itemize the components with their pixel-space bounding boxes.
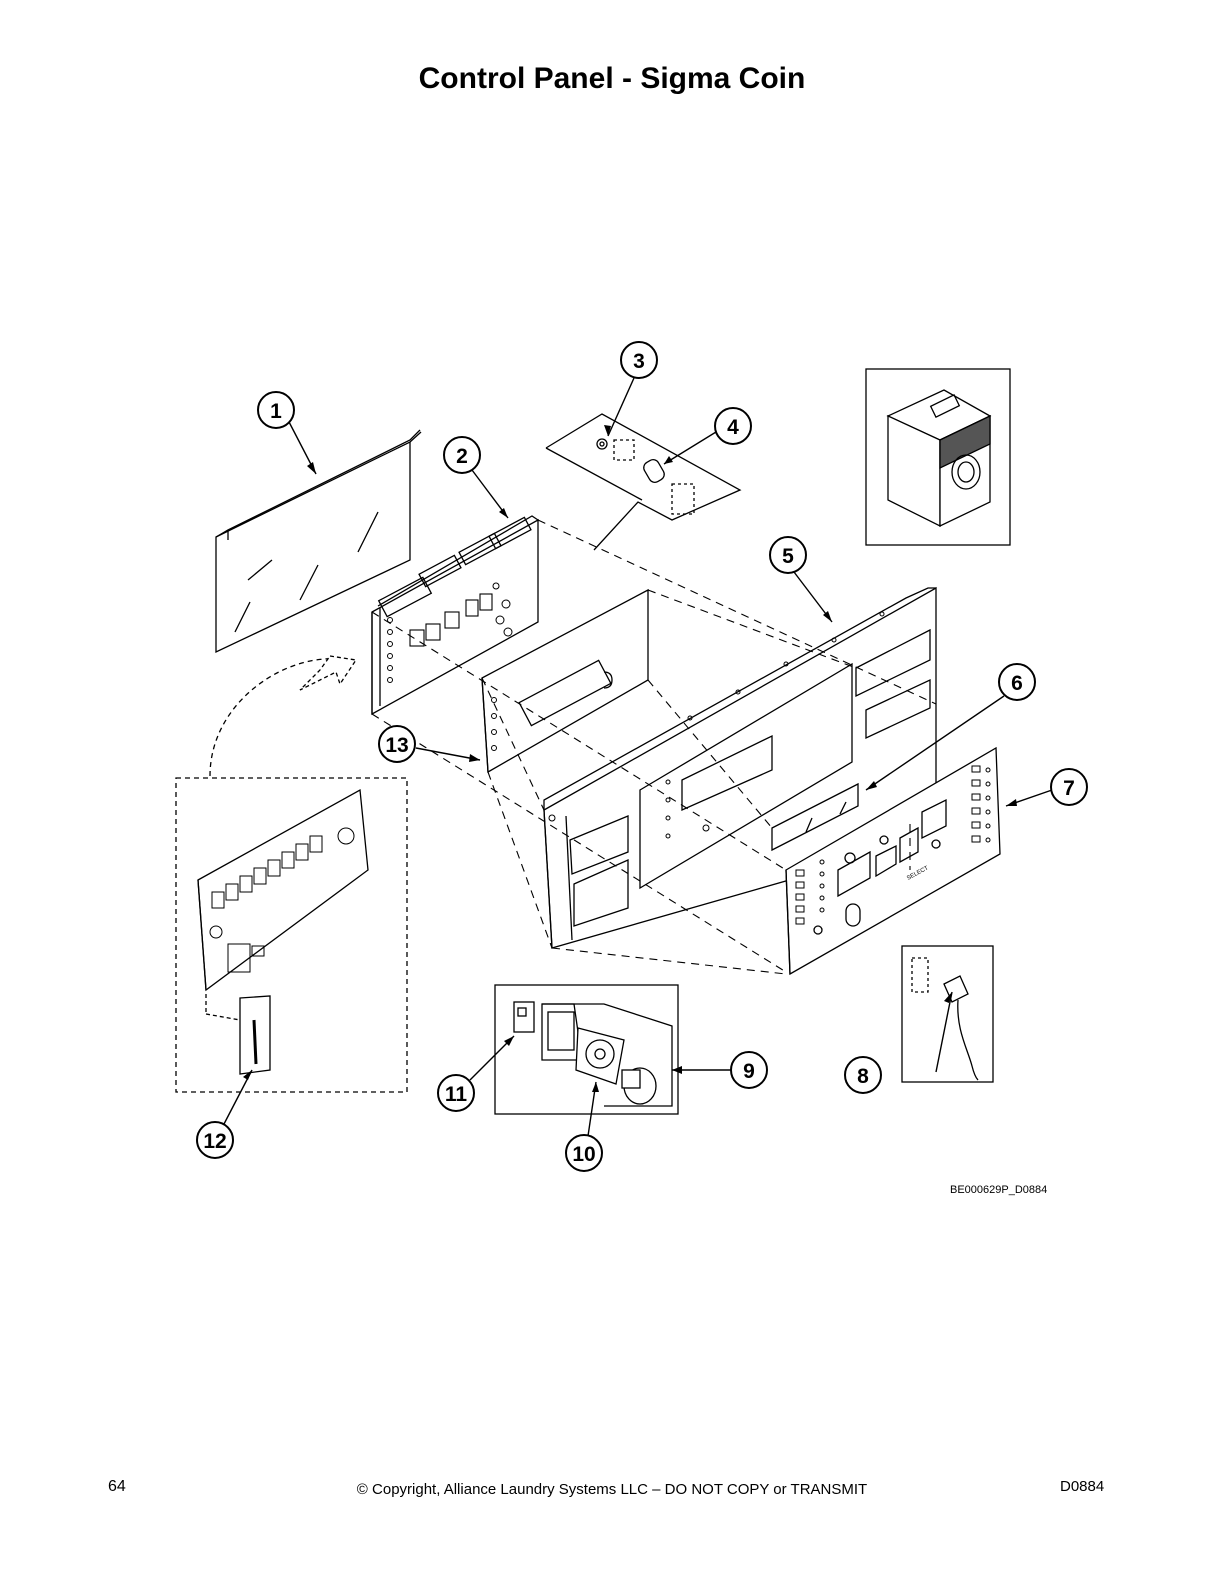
part-4-standoff [643, 459, 665, 483]
callout-label-2: 2 [456, 445, 468, 468]
callout-7: 7 [1050, 768, 1088, 806]
callout-5: 5 [769, 536, 807, 574]
callout-label-3: 3 [633, 350, 645, 373]
machine-thumbnail [865, 368, 1011, 546]
callout-10: 10 [565, 1134, 603, 1172]
part-7-overlay-panel [785, 746, 1001, 976]
part-10-washer [575, 1027, 625, 1085]
page-title: Control Panel - Sigma Coin [418, 62, 806, 95]
callout-13: 13 [378, 725, 416, 763]
page-number: 64 [108, 1478, 126, 1495]
callout-label-13: 13 [385, 734, 408, 757]
callout-6: 6 [998, 663, 1036, 701]
callout-label-12: 12 [203, 1130, 226, 1153]
part-2-display-board [371, 515, 539, 716]
callout-label-4: 4 [727, 416, 739, 439]
callout-label-5: 5 [782, 545, 794, 568]
part-11-switch-block [513, 1001, 535, 1033]
callout-label-7: 7 [1063, 777, 1075, 800]
callout-label-8: 8 [857, 1065, 869, 1088]
board-digit-displays [409, 593, 493, 647]
copyright-notice: © Copyright, Alliance Laundry Systems LL… [356, 1481, 868, 1498]
part-6-display-window [771, 782, 859, 852]
parts-9-10-11-inset [494, 984, 679, 1115]
callout-9: 9 [730, 1051, 768, 1089]
callout-11: 11 [437, 1074, 475, 1112]
part-12-control-board-inset [175, 655, 408, 1093]
parts-3-4-inset [545, 413, 742, 551]
callout-label-1: 1 [270, 400, 282, 423]
part-9-push-button [621, 1067, 657, 1105]
assembly-lines [371, 519, 937, 975]
figure-code: BE000629P_D0884 [950, 1184, 1048, 1196]
callout-label-10: 10 [572, 1143, 595, 1166]
callout-label-9: 9 [743, 1060, 755, 1083]
leader-arrowheads [243, 425, 1017, 1092]
callout-4: 4 [714, 407, 752, 445]
part-3-spacer [596, 438, 608, 450]
callout-label-11: 11 [445, 1083, 468, 1106]
board-leds [387, 582, 513, 683]
callout-8: 8 [844, 1056, 882, 1094]
callout-label-6: 6 [1011, 672, 1023, 695]
document-code: D0884 [1060, 1478, 1105, 1495]
callout-3: 3 [620, 341, 658, 379]
callout-12: 12 [196, 1121, 234, 1159]
callout-1: 1 [257, 391, 295, 429]
callout-2: 2 [443, 436, 481, 474]
part-1-lens-shield [215, 429, 422, 654]
